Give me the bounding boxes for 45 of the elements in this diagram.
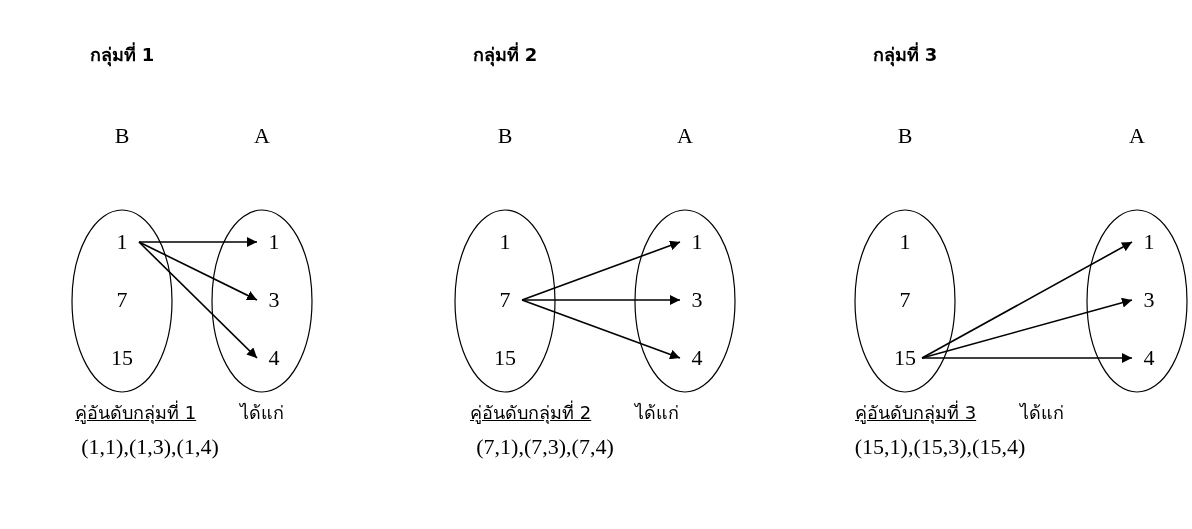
caption-text: ได้แก่ — [1020, 401, 1064, 425]
set-name: B — [113, 122, 131, 150]
set-element: 7 — [888, 287, 922, 313]
set-element: 7 — [105, 287, 139, 313]
caption-text: ได้แก่ — [635, 401, 679, 425]
arrow — [521, 295, 681, 305]
set-element: 7 — [488, 287, 522, 313]
set-element: 1 — [105, 229, 139, 255]
ordered-pairs: (7,1),(7,3),(7,4) — [476, 434, 614, 460]
caption-text: คู่อันดับกลุ่มที่ 1 — [75, 399, 197, 426]
set-element: 1 — [680, 229, 714, 255]
set-element: 4 — [257, 345, 291, 371]
set-element: 4 — [1132, 345, 1166, 371]
group-title: กลุ่มที่ 2 — [472, 41, 538, 69]
set-element: 15 — [105, 345, 139, 371]
group-title: กลุ่มที่ 3 — [872, 41, 938, 69]
set-name: A — [253, 122, 271, 150]
set-element: 15 — [888, 345, 922, 371]
arrow — [521, 240, 681, 301]
arrow — [521, 299, 681, 360]
caption-text: คู่อันดับกลุ่มที่ 2 — [470, 399, 592, 426]
set-element: 4 — [680, 345, 714, 371]
set-element: 15 — [488, 345, 522, 371]
arrow — [921, 297, 1133, 359]
set-name: A — [1128, 122, 1146, 150]
caption-text: ได้แก่ — [240, 401, 284, 425]
ordered-pairs: (1,1),(1,3),(1,4) — [81, 434, 219, 460]
set-name: B — [896, 122, 914, 150]
arrow — [921, 241, 1133, 359]
caption-text: คู่อันดับกลุ่มที่ 3 — [855, 399, 977, 426]
arrow — [138, 241, 258, 301]
set-element: 3 — [1132, 287, 1166, 313]
arrow — [921, 353, 1133, 363]
set-element: 1 — [1132, 229, 1166, 255]
set-element: 3 — [680, 287, 714, 313]
arrow — [138, 237, 258, 247]
set-element: 1 — [257, 229, 291, 255]
ordered-pairs: (15,1),(15,3),(15,4) — [854, 434, 1026, 460]
set-name: B — [496, 122, 514, 150]
set-element: 3 — [257, 287, 291, 313]
set-element: 1 — [488, 229, 522, 255]
set-element: 1 — [888, 229, 922, 255]
arrow — [138, 241, 258, 359]
group-title: กลุ่มที่ 1 — [89, 41, 155, 69]
set-name: A — [676, 122, 694, 150]
